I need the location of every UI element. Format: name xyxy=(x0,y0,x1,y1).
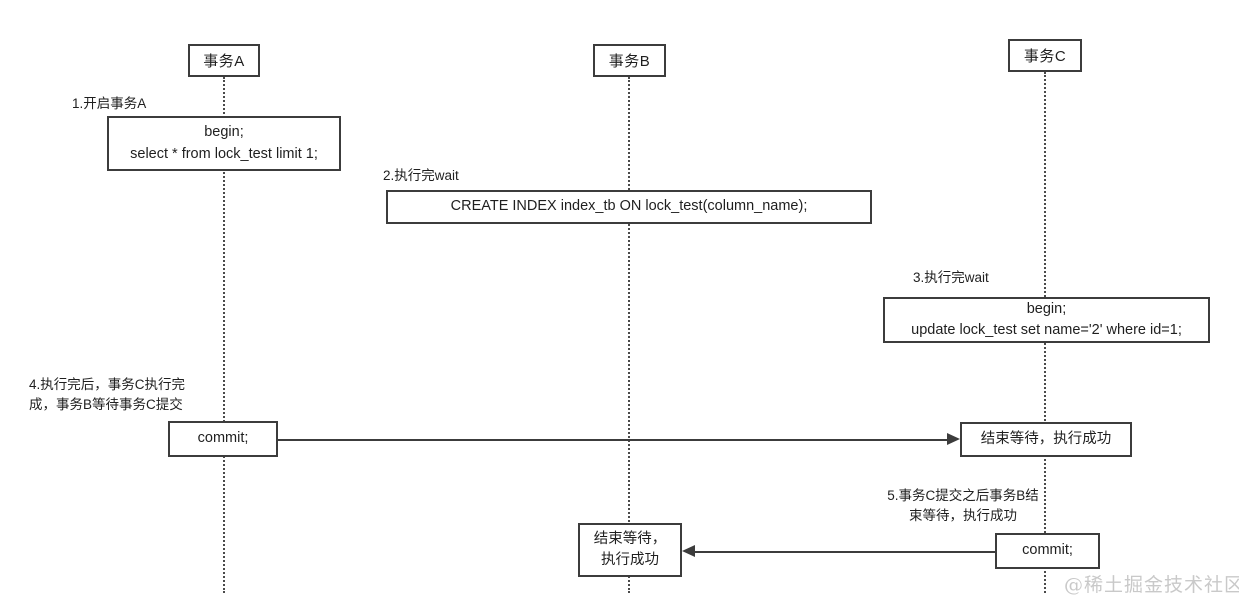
step-3-line-1: begin; xyxy=(1026,300,1067,317)
step-5-target-box[interactable]: 结束等待， 执行成功 xyxy=(578,523,682,577)
step-4-note: 4.执行完后，事务C执行完 成，事务B等待事务C提交 xyxy=(29,377,186,413)
step-3-message-box[interactable]: begin; update lock_test set name='2' whe… xyxy=(883,297,1210,343)
step-4-source-box[interactable]: commit; xyxy=(168,421,278,457)
step-4-arrow-head-icon xyxy=(947,433,960,445)
step-1-line-2: select * from lock_test limit 1; xyxy=(130,145,318,162)
actor-header-a[interactable]: 事务A xyxy=(188,44,260,77)
step-4-source-line-1: commit; xyxy=(197,430,249,447)
step-5-target-line-1: 结束等待， xyxy=(593,530,667,547)
step-2-message-box[interactable]: CREATE INDEX index_tb ON lock_test(colum… xyxy=(386,190,872,224)
actor-header-b[interactable]: 事务B xyxy=(593,44,666,77)
step-5-source-box[interactable]: commit; xyxy=(995,533,1100,569)
actor-header-c[interactable]: 事务C xyxy=(1008,39,1082,72)
actor-label-a: 事务A xyxy=(203,53,245,70)
step-4-target-box[interactable]: 结束等待，执行成功 xyxy=(960,422,1132,457)
lifeline-actor-a xyxy=(223,77,225,593)
step-5-source-line-1: commit; xyxy=(1022,542,1073,559)
actor-label-b: 事务B xyxy=(608,53,651,70)
step-5-note: 5.事务C提交之后事务B结 束等待，执行成功 xyxy=(887,488,1039,524)
step-4-arrow-line xyxy=(278,439,948,441)
step-3-line-2: update lock_test set name='2' where id=1… xyxy=(911,322,1182,338)
step-5-arrow-line xyxy=(695,551,995,553)
step-1-note: 1.开启事务A xyxy=(72,96,147,111)
step-4-target-line-1: 结束等待，执行成功 xyxy=(980,430,1112,447)
watermark-label: @稀土掘金技术社区 xyxy=(1064,574,1239,596)
step-2-note: 2.执行完wait xyxy=(383,168,459,183)
step-1-line-1: begin; xyxy=(204,124,244,141)
step-2-line-1: CREATE INDEX index_tb ON lock_test(colum… xyxy=(450,198,808,215)
lifeline-actor-b xyxy=(628,77,630,593)
step-5-target-line-2: 执行成功 xyxy=(601,552,659,568)
step-3-note: 3.执行完wait xyxy=(913,270,989,285)
actor-label-c: 事务C xyxy=(1023,48,1067,65)
step-1-message-box[interactable]: begin; select * from lock_test limit 1; xyxy=(107,116,341,171)
step-5-arrow-head-icon xyxy=(682,545,695,557)
